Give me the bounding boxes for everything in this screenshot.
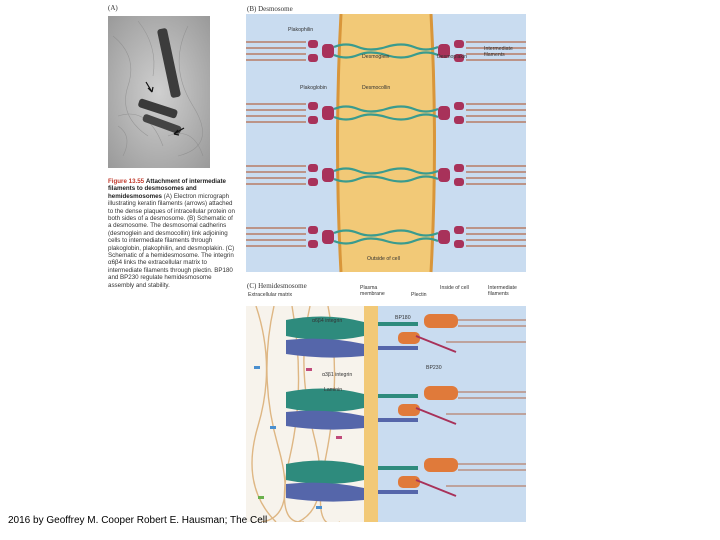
figure-title: Attachment of intermediate filaments to …	[108, 178, 226, 200]
label-outside-of-cell: Outside of cell	[367, 256, 400, 262]
left-cell	[246, 14, 341, 272]
hemidesmosome-unit	[286, 314, 526, 358]
credit-footer: 2016 by Geoffrey M. Cooper Robert E. Hau…	[8, 515, 268, 526]
label-a3b1-integrin: α3β1 integrin	[322, 372, 353, 378]
figure-caption-body: (A) Electron micrograph illustrating ker…	[108, 192, 235, 289]
label-plakophilin: Plakophilin	[288, 27, 314, 33]
micrograph-image	[108, 16, 210, 168]
label-desmocollin: Desmocollin	[362, 85, 391, 91]
label-extracellular-matrix: Extracellular matrix	[248, 292, 293, 298]
label-desmoplakin: Desmoplakin	[437, 54, 467, 60]
hemidesmosome-diagram	[246, 306, 526, 522]
desmosome-junction	[246, 40, 526, 62]
electron-micrograph	[108, 16, 210, 168]
label-a6b4-integrin: α6β4 integrin	[312, 318, 343, 324]
label-intermediate-filaments: Intermediate filaments	[484, 46, 513, 58]
figure-number: Figure 13.55	[108, 178, 145, 185]
panel-b-label: (B) Desmosome	[247, 5, 293, 13]
label-desmoglein: Desmoglein	[362, 54, 390, 60]
label-plasma-membrane: Plasma membrane	[360, 285, 385, 297]
plasma-membrane	[364, 306, 378, 522]
label-bp180: BP180	[395, 315, 411, 321]
panel-a-label: (A)	[108, 4, 118, 12]
label-plectin: Plectin	[411, 292, 427, 298]
label-laminin: Laminin	[324, 387, 343, 393]
figure-caption: Figure 13.55 Attachment of intermediate …	[108, 178, 236, 289]
label-bp230: BP230	[426, 365, 442, 371]
label-intermediate-filaments-c: Intermediate filaments	[488, 285, 517, 297]
right-cell	[431, 14, 526, 272]
intercellular-space	[337, 14, 435, 272]
desmosome-diagram	[246, 14, 526, 273]
panel-c-label: (C) Hemidesmosome	[247, 282, 307, 290]
label-plakoglobin: Plakoglobin	[300, 85, 327, 91]
label-inside-of-cell: Inside of cell	[440, 285, 469, 291]
ecm-particles	[254, 366, 342, 509]
